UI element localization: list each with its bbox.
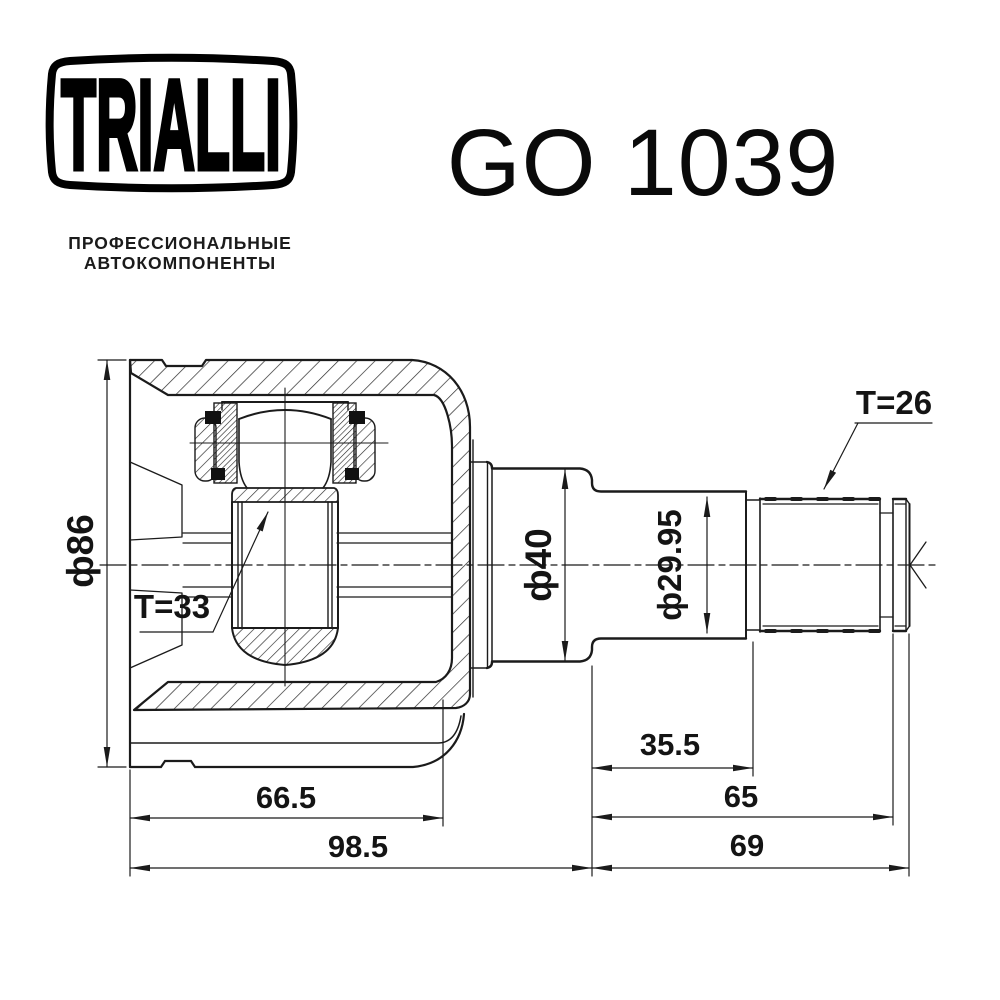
dim-shaft-seat-length-lines (591, 641, 754, 777)
brand-name: TRIALLI (61, 54, 281, 197)
dimension-lines (97, 359, 933, 877)
stub-shaft (470, 439, 927, 698)
dim-housing-depth: 66.5 (256, 780, 316, 815)
shaft-spline (758, 497, 882, 633)
trunnion-side-right (322, 418, 332, 489)
trunnion-side-left (238, 418, 248, 489)
dim-shaft-seat-diameter: ф29.95 (651, 509, 688, 620)
shaft-neck (745, 497, 761, 633)
shaft-profile-top (485, 460, 748, 493)
dim-shaft-spline-length: 65 (724, 779, 758, 814)
joint-housing-section (128, 358, 472, 769)
technical-drawing: ф86 T=33 ф40 ф29.95 T=26 66.5 98.5 35.5 … (60, 358, 941, 877)
housing-bottom-lip-outer (128, 712, 466, 769)
dim-shaft-overall-length-lines (591, 633, 910, 877)
brand-subtitle-line1: ПРОФЕССИОНАЛЬНЫЕ (68, 233, 292, 253)
housing-mouth-cone (129, 461, 183, 669)
dim-shaft-spline-teeth: T=26 (856, 384, 932, 421)
brand-subtitle-line2: АВТОКОМПОНЕНТЫ (84, 253, 276, 273)
leader-shaft-spline (823, 422, 933, 490)
housing-hatched-wall (128, 358, 472, 712)
dim-housing-depth-lines (129, 699, 444, 827)
logo-frame (45, 53, 298, 193)
dim-shaft-overall-length: 69 (730, 828, 764, 863)
brand-logo: TRIALLI ПРОФЕССИОНАЛЬНЫЕ АВТОКОМПОНЕНТЫ (45, 52, 298, 273)
roller-track-lines (182, 532, 453, 598)
dim-housing-outer-diameter-lines (97, 359, 127, 768)
dim-shaft-seat-length: 35.5 (640, 727, 700, 762)
dimension-labels: ф86 T=33 ф40 ф29.95 T=26 66.5 98.5 35.5 … (60, 384, 932, 864)
dim-boot-seat-diameter: ф40 (518, 528, 559, 602)
dim-housing-overall-length: 98.5 (328, 829, 388, 864)
leader-inner-spline (139, 511, 269, 633)
dim-inner-spline-teeth: T=33 (134, 588, 210, 625)
housing-bottom-lip-inner (130, 715, 462, 744)
shaft-profile-bottom (485, 637, 748, 670)
part-number-title: GO 1039 (447, 110, 840, 216)
bearing-seals (205, 411, 365, 480)
dim-housing-outer-diameter: ф86 (60, 514, 101, 588)
dim-shaft-spline-length-lines (591, 633, 894, 826)
